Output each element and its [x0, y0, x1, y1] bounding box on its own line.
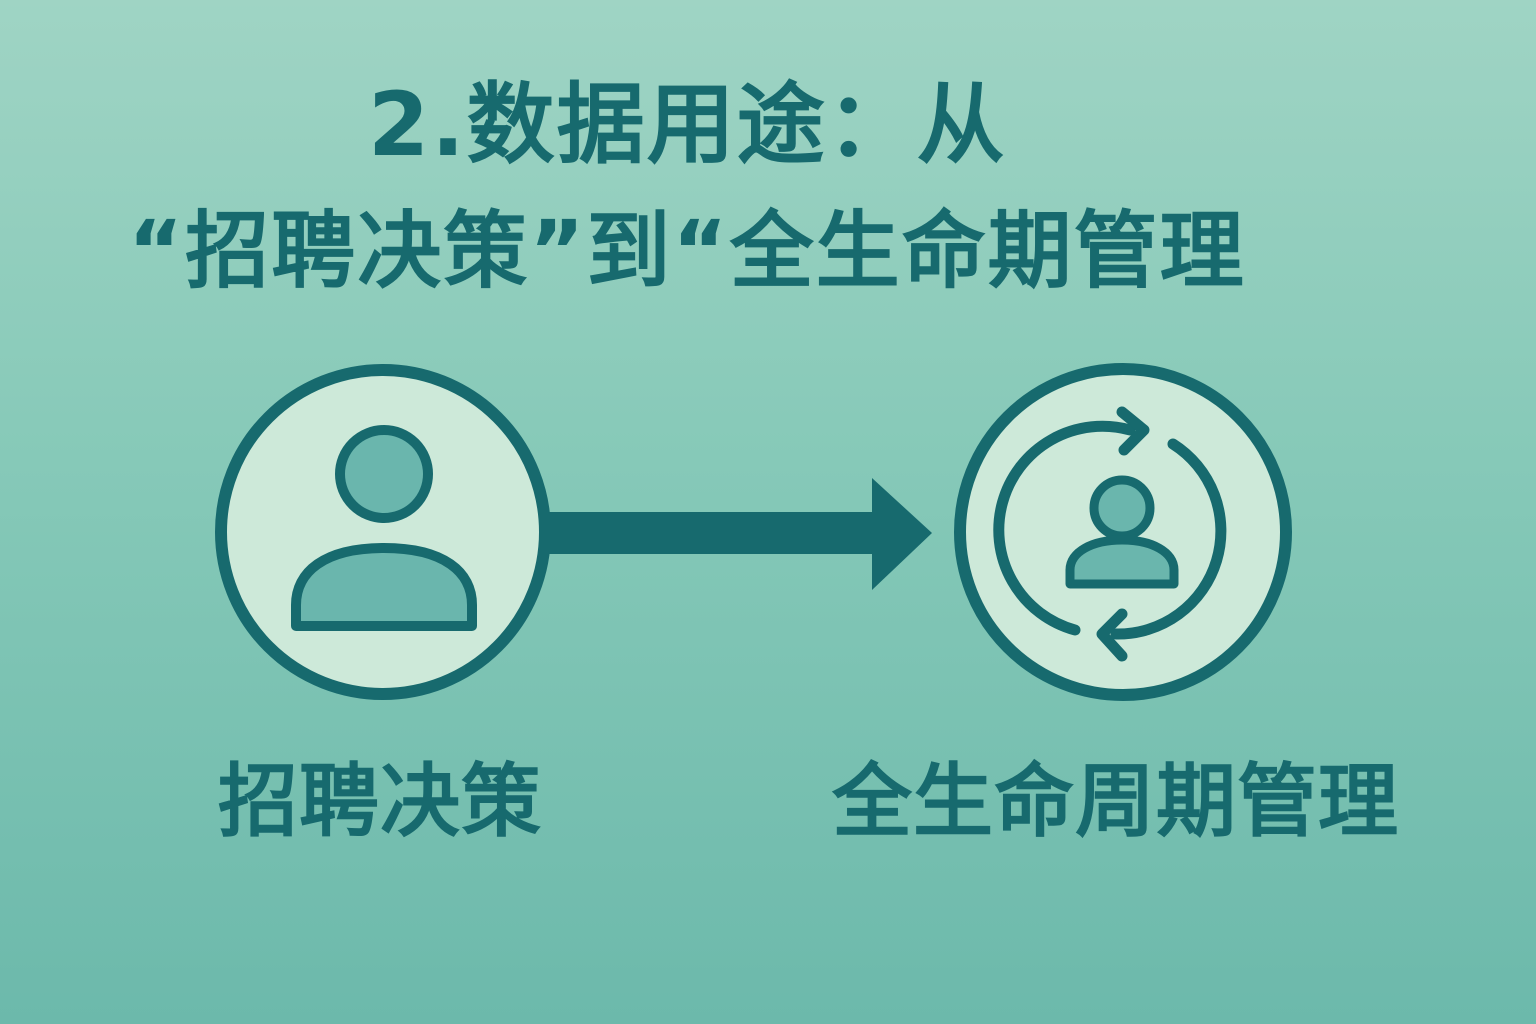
- recruitment-node: [215, 364, 551, 700]
- lifecycle-node: [954, 363, 1292, 701]
- recruitment-node-circle: [215, 364, 551, 700]
- cycle-arrowhead-icon-bottom: [1096, 608, 1128, 662]
- cycle-arc-icon-left: [993, 420, 1136, 636]
- title-line-1: 2.数据用途：从: [368, 73, 1007, 176]
- arrow-right-icon: [544, 478, 932, 590]
- lifecycle-management-label: 全生命周期管理: [832, 755, 1399, 848]
- cycle-person-icon: [993, 406, 1227, 662]
- person-icon: [291, 425, 477, 631]
- title-line-2: “招聘决策”到“全生命期管理: [128, 202, 1246, 300]
- recruitment-decision-label: 招聘决策: [218, 755, 542, 848]
- cycle-arrowhead-icon-top: [1116, 406, 1150, 456]
- cycle-arc-icon-right: [1110, 438, 1227, 640]
